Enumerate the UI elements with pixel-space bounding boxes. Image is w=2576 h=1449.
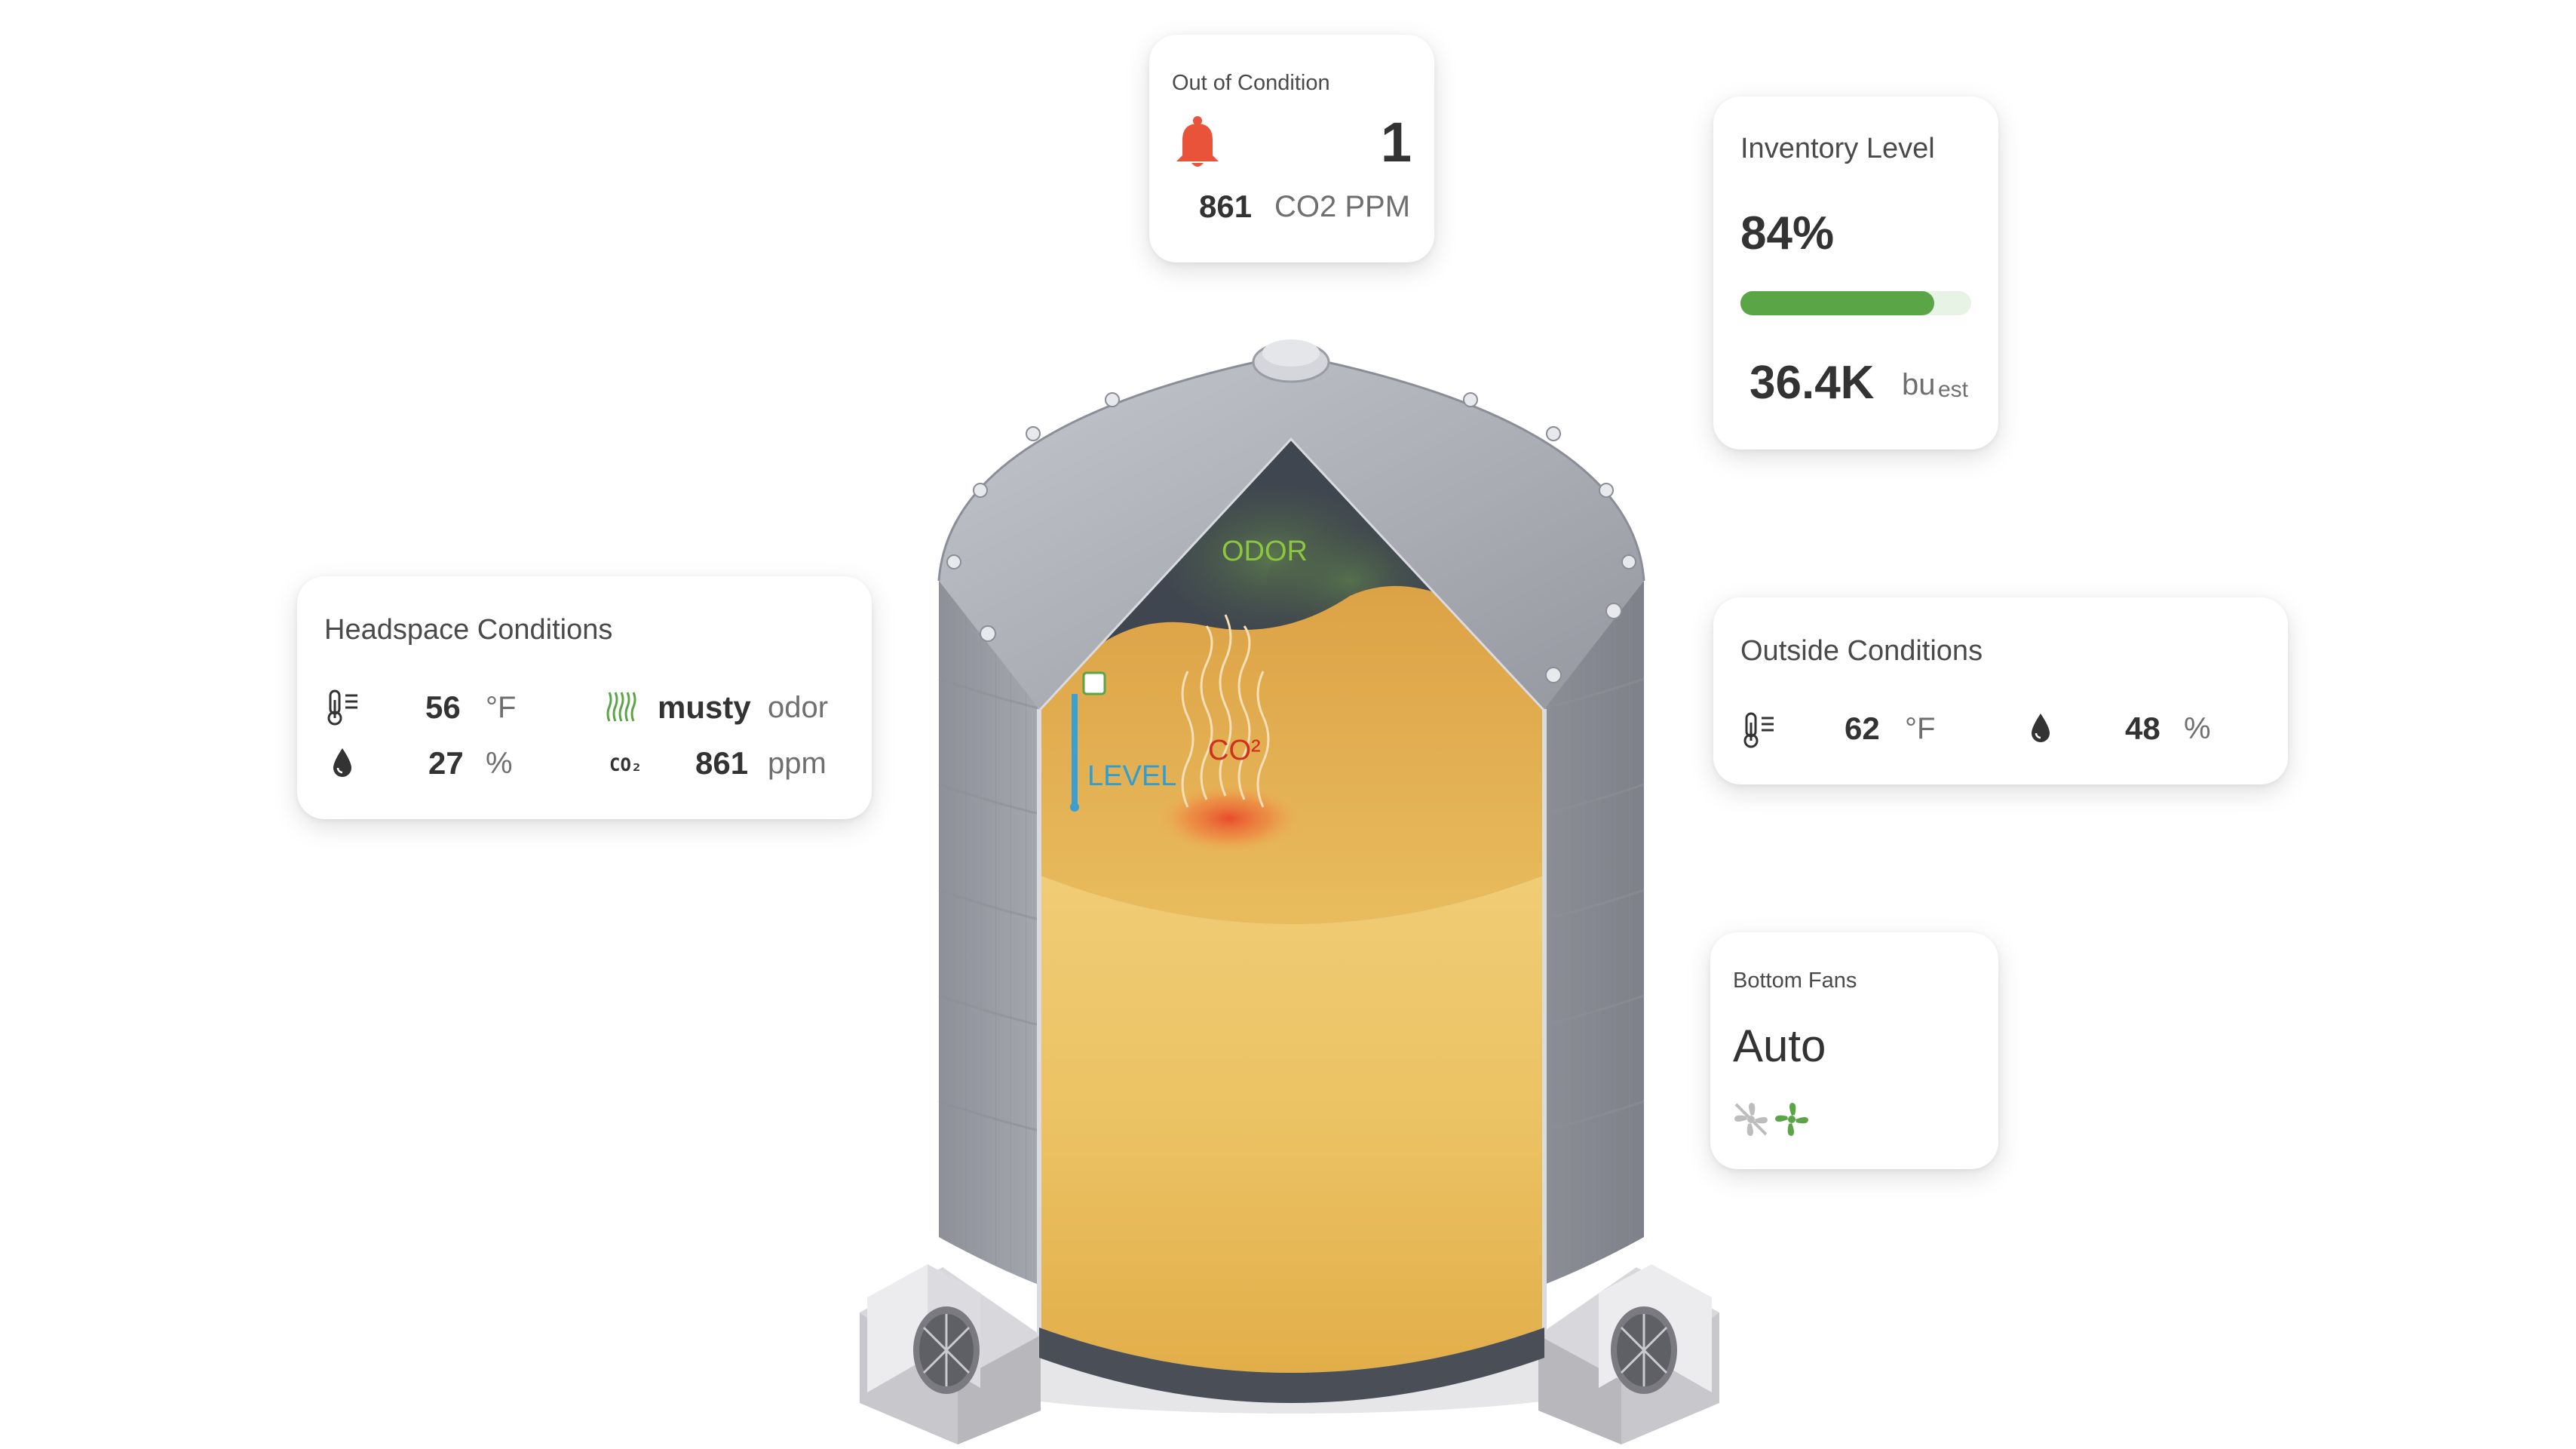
headspace-humidity-value: 27 bbox=[428, 745, 464, 781]
outside-conditions-title: Outside Conditions bbox=[1740, 635, 1983, 667]
co2-icon: CO₂ bbox=[609, 754, 642, 775]
outside-humidity-unit: % bbox=[2184, 712, 2211, 745]
inventory-percent: 84% bbox=[1740, 207, 1835, 259]
co2-waves bbox=[1181, 614, 1270, 808]
out-of-condition-title: Out of Condition bbox=[1172, 71, 1330, 95]
silo-roof bbox=[937, 339, 1645, 709]
inventory-amount: 36.4K bbox=[1750, 357, 1875, 409]
water-drop-icon bbox=[2032, 714, 2050, 742]
odor-label: ODOR bbox=[1222, 536, 1308, 567]
outside-temperature-value: 62 bbox=[1845, 711, 1880, 746]
silo-cutaway bbox=[1037, 434, 1547, 1373]
bottom-fans-title: Bottom Fans bbox=[1733, 969, 1857, 993]
thermometer-icon bbox=[327, 689, 357, 726]
inventory-level-title: Inventory Level bbox=[1740, 133, 1935, 164]
co2-label: CO² bbox=[1208, 735, 1261, 766]
inventory-progress-bar bbox=[1740, 291, 1971, 315]
out-of-condition-unit: CO2 PPM bbox=[1274, 190, 1411, 223]
headspace-conditions-title: Headspace Conditions bbox=[324, 614, 613, 646]
level-sensor bbox=[1070, 671, 1106, 812]
level-label: LEVEL bbox=[1087, 760, 1177, 792]
left-fan-unit bbox=[860, 1264, 1041, 1444]
out-of-condition-card[interactable]: Out of Condition 1 861 CO2 PPM bbox=[1149, 35, 1434, 262]
inventory-progress-fill bbox=[1740, 291, 1935, 315]
right-fan-unit bbox=[1538, 1264, 1719, 1444]
bottom-fans-mode: Auto bbox=[1733, 1021, 1826, 1071]
out-of-condition-count: 1 bbox=[1380, 111, 1412, 173]
headspace-humidity-unit: % bbox=[486, 747, 513, 780]
inventory-unit-sub: est bbox=[1938, 377, 1969, 402]
silo-foundation bbox=[1039, 1328, 1544, 1403]
odor-waves-icon bbox=[606, 692, 636, 722]
inventory-unit: bu bbox=[1902, 368, 1936, 401]
fan-on-icon[interactable] bbox=[1772, 1100, 1811, 1139]
co2-hotspot bbox=[1154, 782, 1305, 855]
out-of-condition-value: 861 bbox=[1199, 189, 1253, 224]
water-drop-icon bbox=[333, 748, 351, 777]
outside-conditions-card[interactable]: Outside Conditions 62 °F 48 % bbox=[1713, 597, 2288, 784]
outside-humidity-value: 48 bbox=[2125, 711, 2160, 746]
thermometer-icon bbox=[1743, 712, 1774, 748]
headspace-odor-unit: odor bbox=[768, 691, 829, 724]
headspace-temperature-value: 56 bbox=[425, 689, 461, 725]
bell-icon bbox=[1176, 116, 1219, 167]
outside-temperature-unit: °F bbox=[1905, 712, 1936, 745]
grain-fill bbox=[1039, 875, 1544, 1373]
inventory-level-card[interactable]: Inventory Level 84% 36.4K bu est bbox=[1713, 97, 1998, 450]
headspace-temperature-unit: °F bbox=[486, 691, 517, 724]
headspace-conditions-card[interactable]: Headspace Conditions 56 °F musty odor bbox=[297, 576, 872, 819]
headspace-odor-value: musty bbox=[658, 689, 751, 725]
bottom-fans-card[interactable]: Bottom Fans Auto bbox=[1710, 932, 1998, 1169]
headspace-co2-unit: ppm bbox=[768, 747, 826, 780]
headspace-co2-value: 861 bbox=[695, 745, 749, 781]
fan-off-icon[interactable] bbox=[1731, 1100, 1771, 1139]
